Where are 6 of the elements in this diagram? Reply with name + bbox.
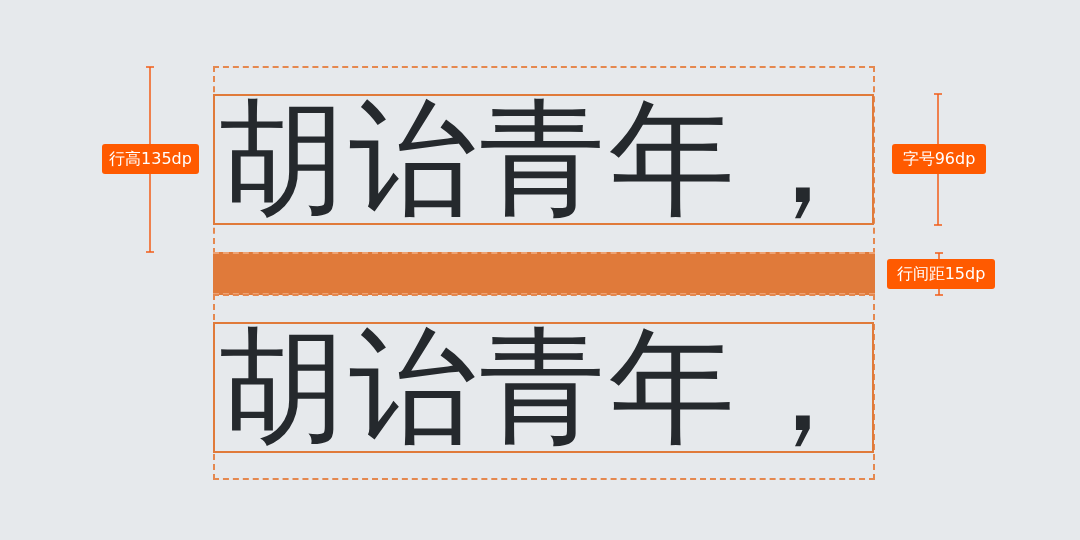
dimension-label: 行高135dp [102,144,199,174]
dimension-label: 行间距15dp [887,259,995,289]
sample-text: 胡诒青年， [219,98,869,220]
sample-text: 胡诒青年， [219,326,869,448]
dimension-label: 字号96dp [892,144,986,174]
line-gap-band [213,252,875,295]
